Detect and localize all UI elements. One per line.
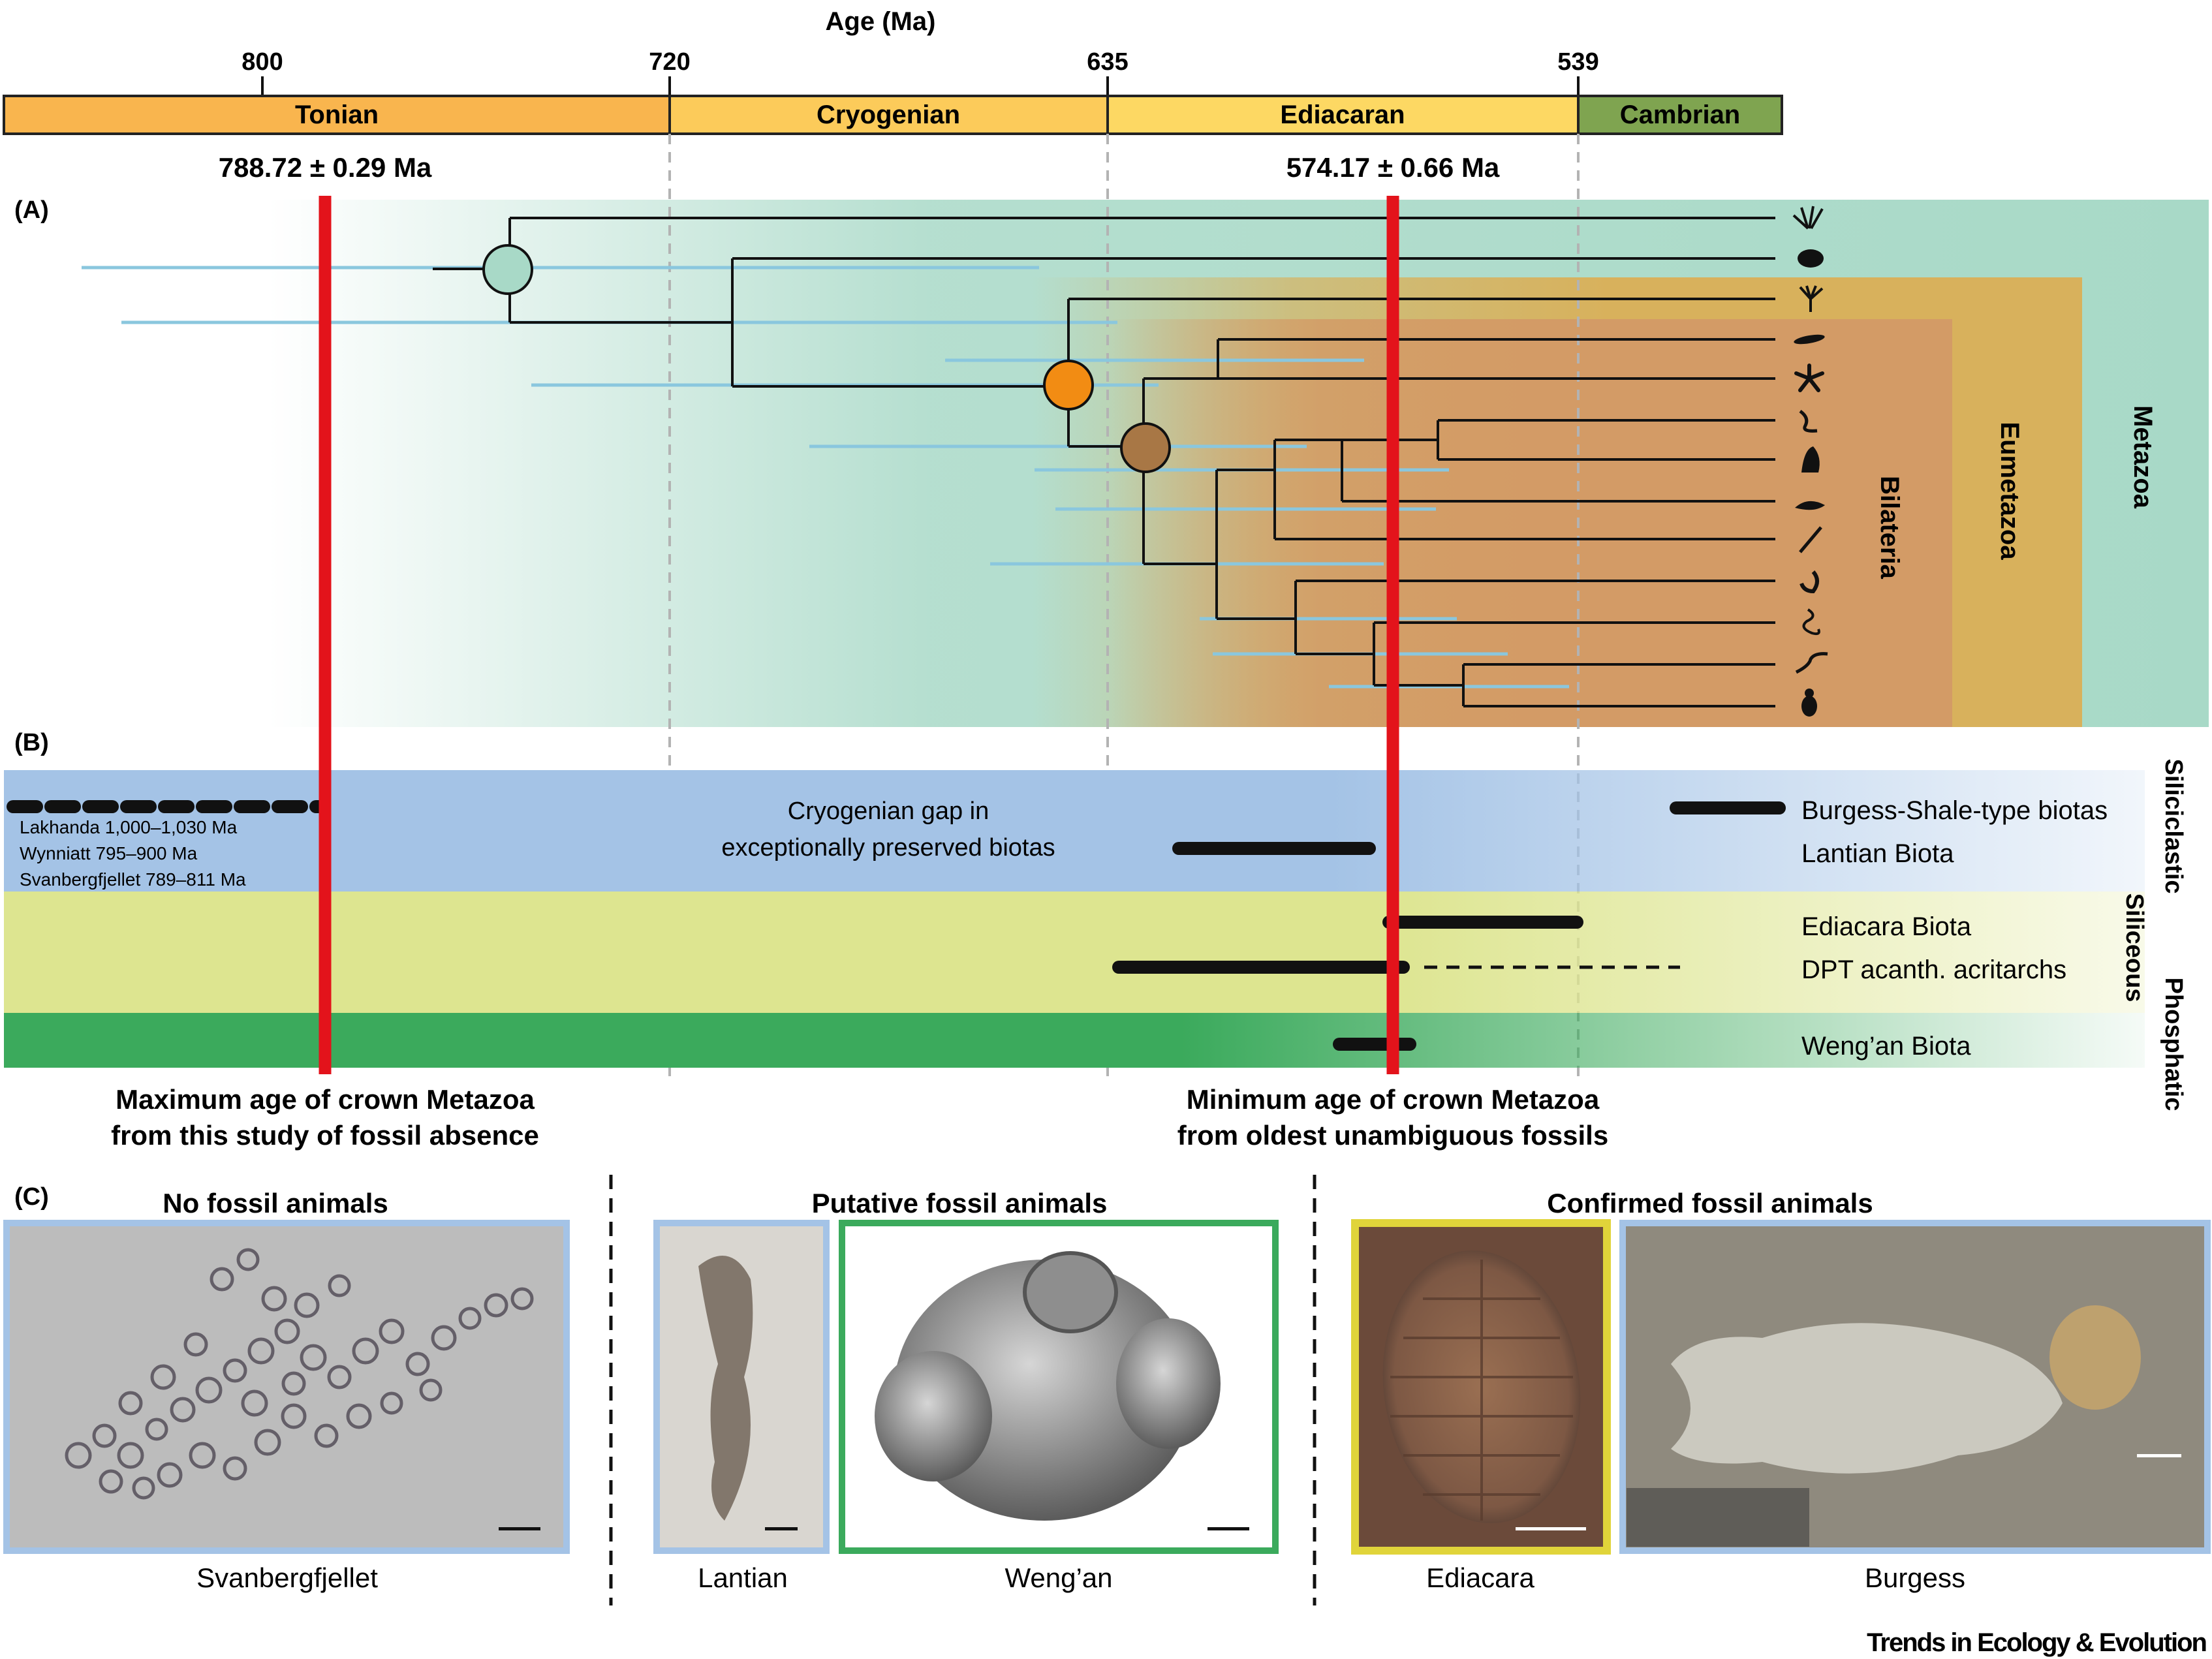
acoel-icon (1794, 334, 1825, 345)
node-bilateria (1120, 422, 1171, 473)
panel-label-c: (C) (14, 1183, 49, 1211)
axis-ticks: 800 720 635 539 (241, 48, 1598, 76)
photo-label-lantian: Lantian (698, 1562, 788, 1593)
sponge-icon (1792, 206, 1824, 230)
gap-text-line1: Cryogenian gap in (788, 798, 989, 825)
biota-wengan: Weng’an Biota (1801, 1032, 1971, 1061)
period-tonian (3, 95, 671, 135)
node-metazoa (482, 244, 533, 295)
period-label-cryogenian: Cryogenian (817, 101, 960, 129)
photo-svanbergfjellet (3, 1220, 570, 1554)
scale-bar-ediacara (1516, 1527, 1586, 1530)
old-biota-svanbergfjellet: Svanbergfjellet 789–811 Ma (20, 869, 246, 890)
starfish-icon (1794, 364, 1824, 392)
scale-bar-lantian (765, 1527, 798, 1530)
journal-credit: Trends in Ecology & Evolution (1867, 1628, 2206, 1657)
min-age-label: 574.17 ± 0.66 Ma (1286, 152, 1500, 183)
min-caption-line2: from oldest unambiguous fossils (1177, 1120, 1608, 1151)
photo-label-svanbergfjellet: Svanbergfjellet (196, 1562, 378, 1593)
insect-icon (1801, 689, 1817, 717)
bilateria-band (1110, 319, 1952, 727)
min-caption-line1: Minimum age of crown Metazoa (1187, 1084, 1600, 1115)
deposit-label-siliceous: Siliceous (2121, 893, 2148, 1002)
tick-539: 539 (1557, 48, 1598, 76)
flatworm-icon (1795, 652, 1828, 674)
period-ediacaran (1106, 95, 1580, 135)
scale-bar-wengan (1207, 1527, 1249, 1530)
period-label-tonian: Tonian (295, 101, 379, 129)
phosphatic-band (4, 1013, 2145, 1068)
period-label-ediacaran: Ediacaran (1280, 101, 1405, 129)
node-eumetazoa (1043, 360, 1094, 411)
worm-icon (1799, 409, 1818, 433)
tick-720: 720 (649, 48, 690, 76)
photo-label-burgess: Burgess (1865, 1562, 1965, 1593)
biota-ranges (1112, 801, 1786, 1051)
biota-lantian: Lantian Biota (1801, 839, 1954, 868)
tick-marks (261, 76, 1580, 96)
scale-bar-svanbergfjellet (499, 1527, 540, 1530)
biota-burgess: Burgess-Shale-type biotas (1801, 796, 2108, 825)
clade-label-metazoa: Metazoa (2128, 405, 2157, 509)
ctenophore-icon (1798, 249, 1824, 268)
max-age-label: 788.72 ± 0.29 Ma (219, 152, 432, 183)
period-bar (3, 95, 1783, 135)
period-label-cambrian: Cambrian (1620, 101, 1741, 129)
tick-635: 635 (1087, 48, 1128, 76)
max-caption-line2: from this study of fossil absence (111, 1120, 539, 1151)
panel-label-b: (B) (14, 729, 49, 756)
tick-800: 800 (241, 48, 283, 76)
siliceous-band (4, 892, 2145, 1013)
gap-text-line2: exceptionally preserved biotas (721, 834, 1055, 861)
photo-burgess (1619, 1220, 2211, 1554)
photo-ediacara (1351, 1219, 1611, 1555)
siliciclastic-band (4, 770, 2145, 892)
annelid-icon (1802, 608, 1820, 636)
period-cambrian (1577, 95, 1783, 135)
group-title-confirmed: Confirmed fossil animals (1547, 1188, 1873, 1218)
photo-label-ediacara: Ediacara (1426, 1562, 1534, 1593)
old-biota-wynniatt: Wynniatt 795–900 Ma (20, 843, 198, 863)
scale-bar-burgess (2137, 1454, 2181, 1457)
group-title-none: No fossil animals (163, 1188, 388, 1218)
biota-dpt: DPT acanth. acritarchs (1801, 955, 2066, 984)
photo-lantian (653, 1220, 830, 1554)
photo-label-wengan: Weng’an (1005, 1562, 1112, 1593)
photo-wengan (839, 1220, 1279, 1554)
nematode-icon (1799, 526, 1822, 553)
deposit-label-phosphatic: Phosphatic (2160, 978, 2187, 1111)
group-dividers (609, 1175, 1316, 1605)
group-title-putative: Putative fossil animals (812, 1188, 1108, 1218)
old-biota-lakhanda: Lakhanda 1,000–1,030 Ma (20, 817, 238, 837)
clade-label-eumetazoa: Eumetazoa (1995, 422, 2024, 560)
slug-icon (1795, 501, 1825, 510)
cnidarian-icon (1799, 285, 1824, 312)
crustacean-icon (1799, 570, 1819, 594)
panel-label-a: (A) (14, 196, 49, 224)
axis-title: Age (Ma) (826, 7, 936, 36)
deposit-label-siliciclastic: Siliciclastic (2160, 758, 2187, 893)
period-cryogenian (668, 95, 1109, 135)
snail-icon (1801, 446, 1820, 473)
clade-label-bilateria: Bilateria (1875, 476, 1904, 580)
taxa-silhouettes (1792, 206, 1828, 717)
max-caption-line1: Maximum age of crown Metazoa (116, 1084, 535, 1115)
biota-ediacara: Ediacara Biota (1801, 912, 1972, 941)
